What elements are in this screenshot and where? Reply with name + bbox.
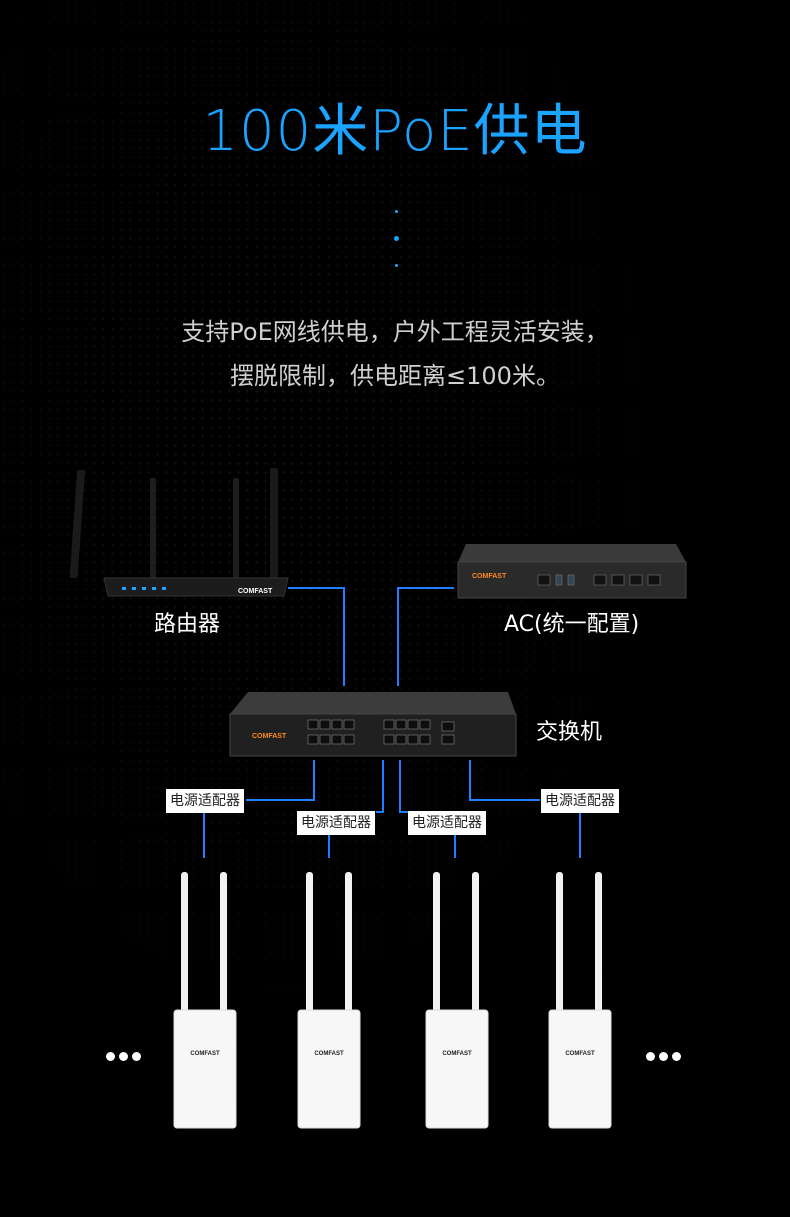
ap3-brand: COMFAST (442, 1051, 472, 1057)
connection-lines (203, 587, 581, 858)
ac-label: AC(统一配置) (504, 612, 640, 637)
power-adapter-label-1: 电源适配器 (166, 789, 244, 813)
power-adapter-label-2: 电源适配器 (297, 811, 375, 835)
switch-adapter2-link (376, 760, 384, 813)
ap4-brand: COMFAST (565, 1051, 595, 1057)
description-line-2: 摆脱限制，供电距离≤100米。 (230, 362, 560, 390)
switch-device: COMFAST (229, 692, 517, 757)
more-dots-right (646, 1052, 682, 1062)
ap1-brand: COMFAST (190, 1051, 220, 1057)
description: 支持PoE网线供电，户外工程灵活安装， 摆脱限制，供电距离≤100米。 (0, 310, 790, 398)
access-point-2: COMFAST (297, 872, 361, 1129)
router-switch-link (288, 587, 345, 686)
switch-adapter1-link (246, 760, 315, 801)
page-title: 100米PoE供电 (202, 99, 588, 164)
switch-ports (307, 719, 455, 745)
ac-brand: COMFAST (472, 573, 507, 580)
router-label: 路由器 (154, 612, 221, 637)
switch-brand: COMFAST (252, 733, 287, 740)
ap2-brand: COMFAST (314, 1051, 344, 1057)
title-divider-dots (394, 210, 399, 270)
description-line-1: 支持PoE网线供电，户外工程灵活安装， (181, 318, 609, 346)
power-adapter-label-3: 电源适配器 (408, 811, 486, 835)
access-point-4: COMFAST (548, 872, 612, 1129)
router-device: COMFAST (69, 468, 289, 597)
ac-device: COMFAST (457, 544, 687, 599)
power-adapter-label-4: 电源适配器 (541, 789, 619, 813)
switch-label: 交换机 (536, 720, 603, 745)
ac-switch-link (397, 587, 454, 686)
switch-adapter4-link (469, 760, 540, 801)
access-point-1: COMFAST (173, 872, 237, 1129)
switch-adapter3-link (399, 760, 408, 813)
access-point-3: COMFAST (425, 872, 489, 1129)
more-dots-left (106, 1052, 142, 1062)
access-points: COMFAST COMFAST COMFAST COMFAST (173, 872, 612, 1129)
router-brand: COMFAST (238, 588, 273, 595)
